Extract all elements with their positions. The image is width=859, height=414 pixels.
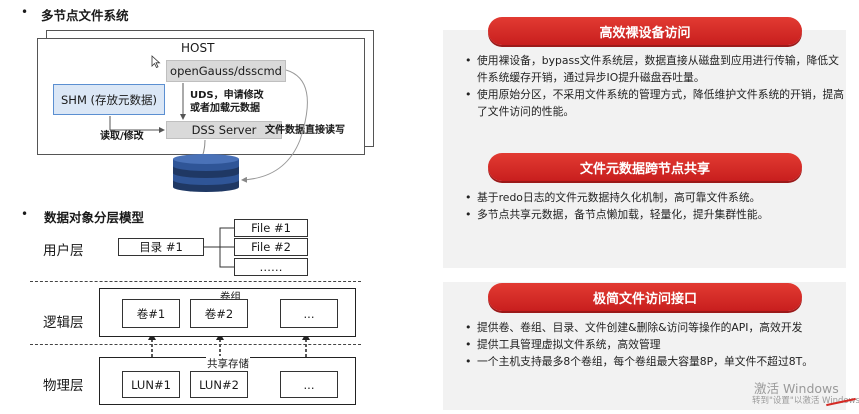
card-item: 提供卷、卷组、目录、文件创建&删除&访问等操作的API，高效开发	[463, 319, 848, 336]
dss-server-box: DSS Server	[166, 121, 282, 139]
read-modify-label: 读取/修改	[100, 131, 144, 142]
lun-box-3: ...	[280, 371, 338, 398]
section-bullet: •	[21, 5, 29, 19]
user-layer-label: 用户层	[43, 243, 84, 259]
layer-separator	[30, 344, 361, 345]
logic-layer-label: 逻辑层	[43, 315, 84, 331]
host-diagram-arrows	[109, 69, 308, 183]
direct-rw-label: 文件数据直接读写	[265, 125, 345, 136]
section-bullet: •	[21, 207, 29, 221]
card-item: 基于redo日志的文件元数据持久化机制，高可靠文件系统。	[463, 189, 848, 206]
card-list-raw-device: 使用裸设备，bypass文件系统层，数据直接从磁盘到应用进行传输，降低文件系统缓…	[463, 52, 848, 120]
section-title-multinode-fs: 多节点文件系统	[41, 8, 129, 23]
card-item: 使用裸设备，bypass文件系统层，数据直接从磁盘到应用进行传输，降低文件系统缓…	[463, 52, 848, 86]
volume-box-1: 卷#1	[122, 299, 180, 328]
card-item: 使用原始分区，不采用文件系统的管理方式，降低维护文件系统的开销，提高了文件访问的…	[463, 86, 848, 120]
lun-box-2: LUN#2	[190, 371, 248, 398]
file-box-1: File #1	[234, 219, 308, 237]
file-box-2: File #2	[234, 238, 308, 256]
opengauss-dsscmd-box: openGauss/dsscmd	[166, 60, 286, 82]
card-list-metadata-sharing: 基于redo日志的文件元数据持久化机制，高可靠文件系统。 多节点共享元数据，备节…	[463, 189, 848, 223]
volume-box-2: 卷#2	[190, 299, 248, 328]
section-title-layer-model: 数据对象分层模型	[44, 210, 145, 225]
host-label: HOST	[181, 41, 215, 55]
card-header-simple-api: 极简文件访问接口	[488, 283, 802, 311]
card-item: 多节点共享元数据，备节点懒加载，轻量化，提升集群性能。	[463, 206, 848, 223]
card-header-metadata-sharing: 文件元数据跨节点共享	[488, 153, 802, 181]
uds-note-line2: 或者加载元数据	[190, 103, 260, 114]
card-header-raw-device: 高效裸设备访问	[488, 17, 802, 45]
card-item: 提供工具管理虚拟文件系统，高效管理	[463, 336, 848, 353]
activate-windows-watermark: 激活 Windows	[754, 381, 839, 396]
mouse-cursor-icon	[151, 55, 161, 68]
activate-windows-hint: 转到"设置"以激活 Windows。	[752, 396, 859, 406]
directory-box: 目录 #1	[118, 238, 204, 256]
shm-box: SHM (存放元数据)	[53, 84, 165, 115]
file-box-3: ……	[234, 258, 308, 276]
volume-box-3: ...	[280, 299, 338, 328]
layer-separator	[30, 281, 361, 282]
card-item: 一个主机支持最多8个卷组，每个卷组最大容量8P，单文件不超过8T。	[463, 353, 848, 370]
physical-layer-label: 物理层	[43, 378, 84, 394]
card-list-simple-api: 提供卷、卷组、目录、文件创建&删除&访问等操作的API，高效开发 提供工具管理虚…	[463, 319, 848, 370]
layer-model-connectors	[148, 227, 310, 372]
disk-storage-icon	[173, 154, 239, 192]
lun-box-1: LUN#1	[122, 371, 180, 398]
shared-storage-label: 共享存储	[206, 356, 250, 371]
uds-note-line1: UDS，申请修改	[190, 90, 264, 101]
